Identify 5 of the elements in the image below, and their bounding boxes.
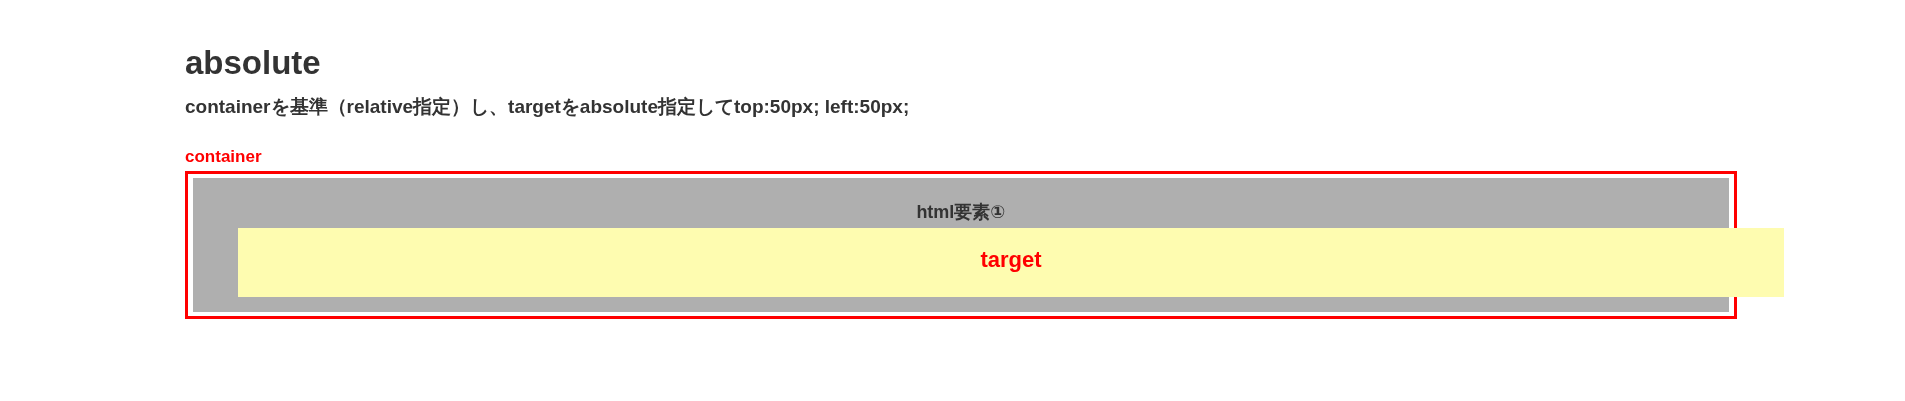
description-text: containerを基準（relative指定）し、targetをabsolute指定してtop:50px; left:50px; xyxy=(185,96,910,118)
box-label: target xyxy=(980,247,1042,273)
box-heading: container xyxy=(185,147,262,167)
box-label: html要素① xyxy=(916,202,1006,223)
page-title: absolute xyxy=(185,44,321,82)
